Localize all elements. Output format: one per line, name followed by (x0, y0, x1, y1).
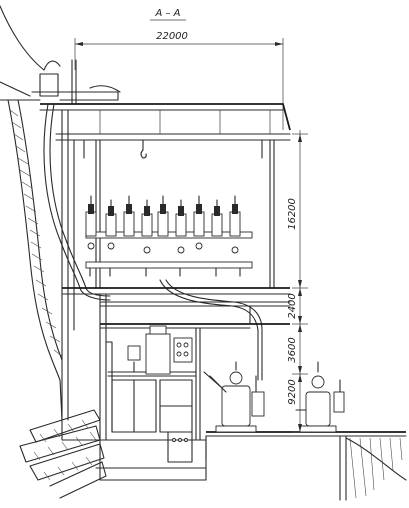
burner-9 (229, 195, 241, 254)
burner-1 (85, 195, 97, 250)
burner-row (85, 195, 253, 277)
boiler-upper-structure (0, 5, 121, 105)
base-height-label: 9200 (287, 379, 298, 404)
boiler-wall (7, 99, 75, 421)
lower-height-label: 3600 (287, 337, 298, 362)
width-dimension: 22000 (74, 31, 284, 130)
burner-8 (211, 199, 223, 237)
roof-frame (39, 103, 291, 159)
upper-height-label: 16200 (287, 198, 298, 230)
right-grating (205, 435, 407, 501)
floor-slabs (61, 287, 407, 441)
secondary-pump-unit (295, 361, 345, 433)
burner-4 (141, 199, 153, 254)
section-label: A – A (154, 8, 180, 19)
height-dimensions: 16200 2400 3600 9200 (287, 130, 308, 433)
ash-hopper (19, 409, 207, 499)
burner-6 (175, 199, 187, 254)
mid-height-label: 2400 (287, 293, 298, 318)
burner-5 (157, 195, 169, 237)
pump-unit (203, 361, 265, 433)
width-dimension-label: 22000 (156, 31, 188, 42)
burner-3 (123, 195, 135, 237)
lower-structure (99, 293, 251, 463)
burner-2 (105, 199, 117, 250)
burner-7 (193, 195, 205, 250)
